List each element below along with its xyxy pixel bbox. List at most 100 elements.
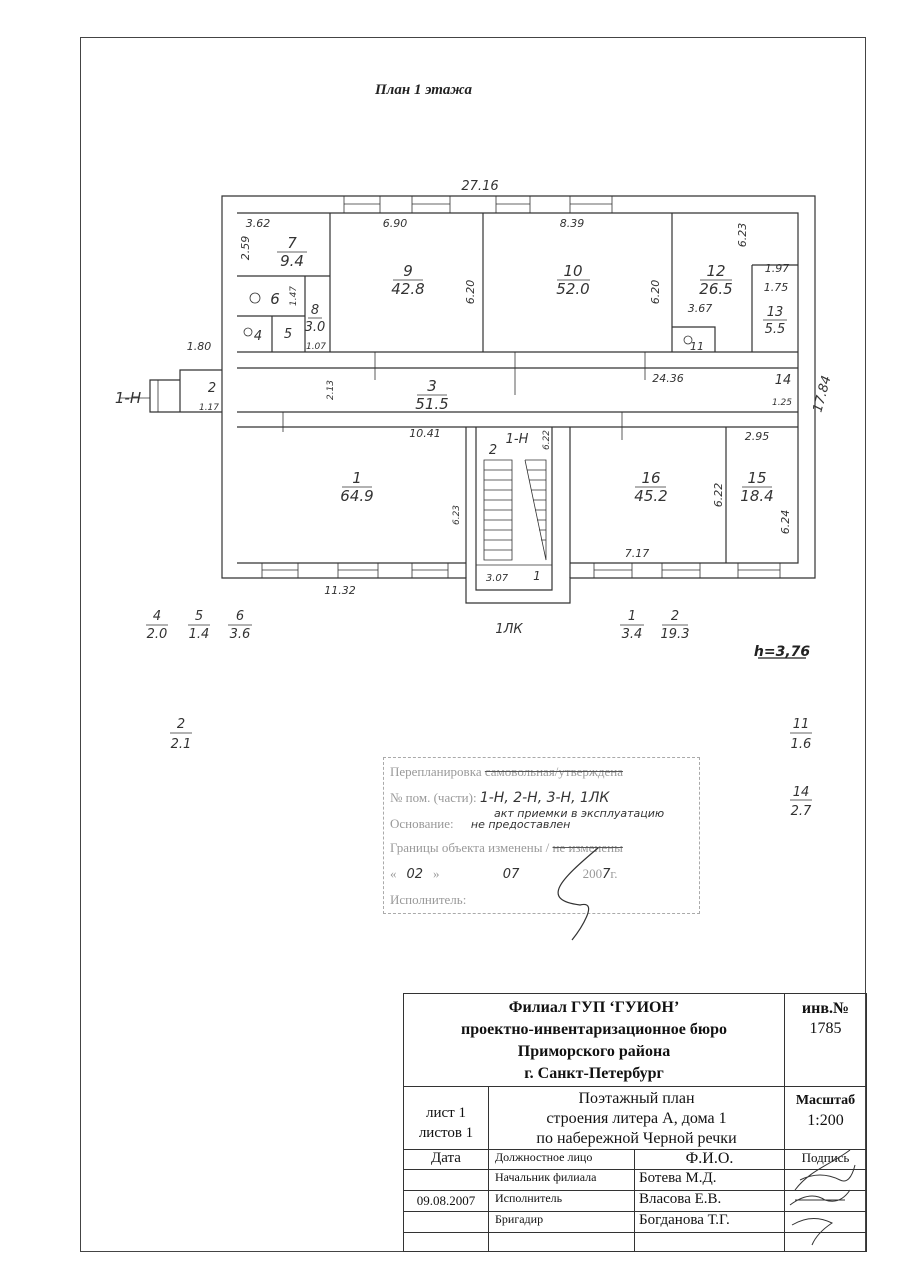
legend-num: 5 — [195, 609, 203, 624]
room-16-area: 45.2 — [634, 487, 667, 505]
dim: 1.25 — [772, 398, 792, 408]
dim: 1.80 — [187, 340, 212, 353]
room-3-number: 3 — [427, 377, 437, 395]
dim: 1.75 — [764, 281, 789, 294]
signature-cell — [784, 1190, 866, 1211]
legend-num: 2 — [671, 609, 679, 624]
row-date — [404, 1169, 488, 1190]
room-3-area: 51.5 — [415, 395, 448, 413]
page-title: План 1 этажа — [375, 82, 472, 98]
dim: 6.24 — [779, 510, 792, 535]
room-10-area: 52.0 — [556, 280, 589, 298]
room-11-number: 11 — [690, 340, 704, 353]
stamp-year-g: г. — [610, 866, 618, 881]
legend-area: 3.6 — [230, 627, 251, 642]
stamp-year: 200 — [582, 866, 603, 881]
dim: 3.67 — [688, 302, 713, 315]
dim: 6.22 — [712, 483, 725, 508]
row-name: Ботева М.Д. — [634, 1169, 784, 1190]
room-14-number: 14 — [775, 373, 792, 388]
row-position: Исполнитель — [488, 1190, 634, 1211]
col-date: Дата — [404, 1149, 488, 1169]
stamp-struck-text: не изменены — [552, 840, 623, 855]
dim: 6.23 — [452, 505, 462, 525]
dim: 10.41 — [409, 427, 441, 440]
col-position: Должностное лицо — [488, 1149, 634, 1169]
dim: 6.20 — [649, 280, 662, 305]
stamp-date-month: 07 — [502, 867, 520, 882]
dim: 6.90 — [383, 217, 408, 230]
stair-unit-label: 1-Н — [506, 432, 529, 447]
stair-room-2: 2 — [489, 443, 497, 458]
legend-area: 2.0 — [147, 627, 168, 642]
stamp-basis-value: не предоставлен — [470, 818, 571, 831]
dim: 6.20 — [464, 280, 477, 305]
signature-cell — [784, 1211, 866, 1232]
legend-area: 1.6 — [791, 737, 812, 752]
inv-label: инв.№ — [801, 1000, 850, 1017]
doc-type: Поэтажный план — [578, 1090, 695, 1107]
stamp-label: Границы объекта изменены / — [390, 840, 550, 855]
org-city: г. Санкт-Петербург — [524, 1065, 664, 1082]
row-position: Бригадир — [488, 1211, 634, 1232]
legend-area: 1.4 — [189, 627, 210, 642]
stamp-date-day: 02 — [406, 867, 424, 882]
room-13-number: 13 — [767, 305, 784, 320]
row-name: Богданова Т.Г. — [634, 1211, 784, 1232]
dim: 3.62 — [246, 217, 271, 230]
dim: 6.23 — [736, 223, 749, 248]
room-1-area: 64.9 — [340, 487, 373, 505]
col-signature: Подпись — [784, 1149, 866, 1169]
scale-value: 1:200 — [807, 1112, 844, 1129]
scale-label: Масштаб — [795, 1093, 856, 1108]
room-4-number: 4 — [254, 329, 262, 344]
stamp-struck-text: самовольная/утверждена — [484, 764, 623, 779]
ceiling-height: h=3,76 — [754, 644, 810, 660]
dimensions: 27.16 3.62 6.90 8.39 6.23 2.59 6.20 6.20… — [187, 179, 835, 597]
legend-num: 11 — [793, 717, 810, 732]
room-9-number: 9 — [403, 262, 413, 280]
room-8-area: 3.0 — [305, 320, 326, 335]
inv-value: 1785 — [809, 1020, 842, 1037]
stamp-label: № пом. (части): — [390, 790, 477, 805]
legend-area: 3.4 — [622, 627, 643, 642]
room-6-number: 6 — [270, 290, 280, 308]
room-7-number: 7 — [287, 234, 297, 252]
dim: 2.95 — [745, 430, 770, 443]
dim: 24.36 — [652, 372, 684, 385]
org-district: Приморского района — [517, 1043, 671, 1060]
room-8-number: 8 — [311, 303, 319, 318]
legend-area: 2.1 — [171, 737, 192, 752]
dim: 1.17 — [199, 403, 219, 413]
doc-building: строения литера А, дома 1 — [546, 1110, 727, 1127]
stamp-label: Перепланировка — [390, 764, 482, 779]
row-date: 09.08.2007 — [404, 1190, 488, 1211]
room-12-number: 12 — [706, 262, 725, 280]
walls — [120, 195, 816, 801]
dim: 1.47 — [289, 286, 299, 306]
stamp-label: Исполнитель: — [390, 892, 467, 907]
dim: 2.13 — [326, 380, 336, 400]
legend-num: 6 — [236, 609, 244, 624]
room-15-number: 15 — [747, 469, 766, 487]
area-legends: 4 2.0 5 1.4 6 3.6 1 3.4 2 19.3 2 2.1 11 … — [147, 609, 812, 819]
legend-num: 4 — [153, 609, 161, 624]
org-bureau: проектно-инвентаризационное бюро — [461, 1021, 727, 1038]
dim: 11.32 — [324, 584, 356, 597]
dim: 2.59 — [239, 236, 252, 261]
redevelopment-stamp: Перепланировка самовольная/утверждена № … — [383, 757, 700, 914]
room-12-area: 26.5 — [699, 280, 732, 298]
legend-num: 1 — [628, 609, 636, 624]
stair-room-1: 1 — [533, 569, 541, 583]
room-2-number: 2 — [208, 381, 216, 396]
title-block: Филиал ГУП ‘ГУИОН’ проектно-инвентаризац… — [403, 993, 867, 1252]
sheet-count: листов 1 — [418, 1125, 474, 1141]
sheet-number: лист 1 — [426, 1105, 466, 1121]
org-name: Филиал ГУП ‘ГУИОН’ — [508, 999, 680, 1016]
row-date — [404, 1211, 488, 1232]
stamp-basis-value: акт приемки в эксплуатацию — [494, 807, 665, 820]
dim: 27.16 — [461, 179, 498, 194]
dim: 6.22 — [542, 430, 552, 450]
stamp-label: Основание: — [390, 816, 454, 831]
unit-label-bottom: 1ЛК — [495, 622, 523, 637]
